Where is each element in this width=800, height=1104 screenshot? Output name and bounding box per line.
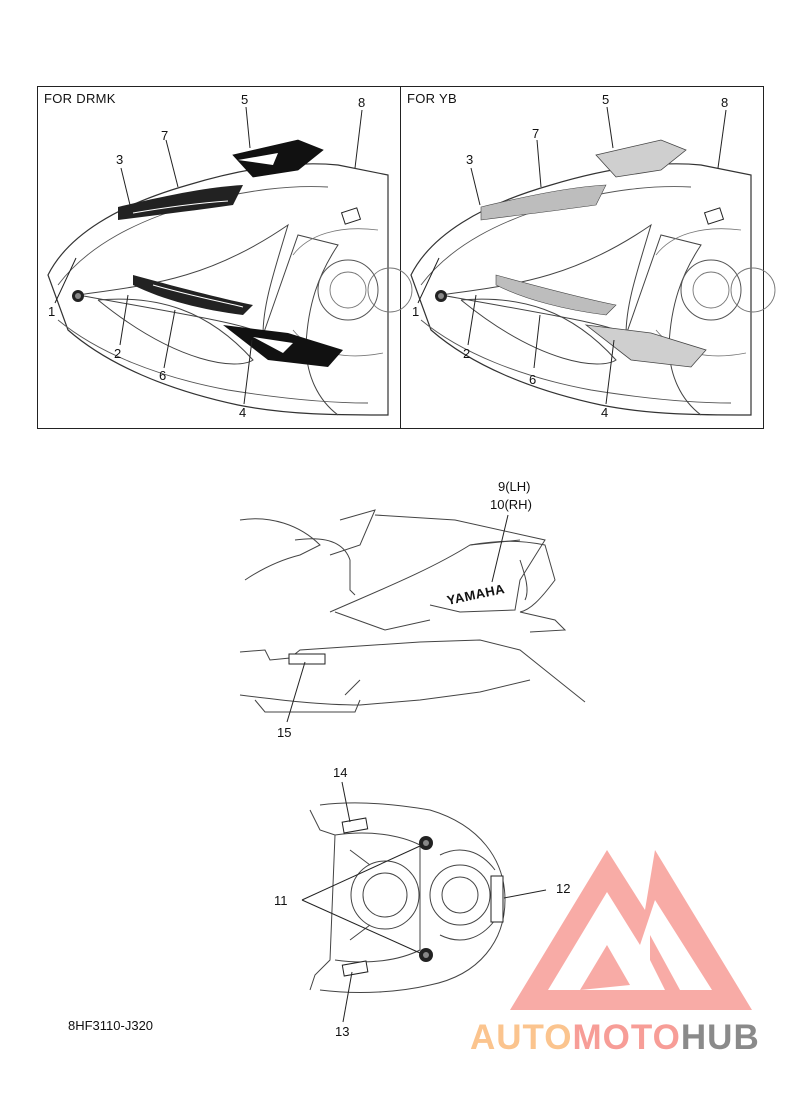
wordmark-hub: HUB [680,1018,760,1057]
hull-drawing-yb [410,139,776,416]
callout-drmk-3: 3 [116,152,124,167]
callout-drmk-8: 8 [358,95,366,110]
callout-drmk-1: 1 [48,304,56,319]
callout-drmk-6: 6 [159,368,167,383]
callout-yb-7: 7 [532,126,540,141]
callout-13: 13 [335,1024,350,1039]
callout-yb-3: 3 [466,152,474,167]
automotohub-wordmark: AUTOMOTOHUB [470,1018,760,1058]
leader-lines-yb [417,106,727,405]
hull-drawing-drmk [47,139,413,416]
panel-title-drmk: FOR DRMK [44,91,116,106]
wordmark-moto: MOTO [572,1018,681,1057]
part-code: 8HF3110-J320 [68,1018,154,1033]
leader-lines-drmk [54,106,363,405]
callout-yb-4: 4 [601,405,609,420]
wordmark-auto: AUTO [470,1018,573,1057]
panel-title-yb: FOR YB [407,91,457,106]
callout-yb-5: 5 [602,92,610,107]
callout-yb-1: 1 [412,304,420,319]
callout-14: 14 [333,765,348,780]
callout-drmk-4: 4 [239,405,247,420]
panel-yb: FOR YB [400,86,764,429]
callout-drmk-2: 2 [114,346,122,361]
callout-drmk-5: 5 [241,92,249,107]
callout-yb-6: 6 [529,372,537,387]
panel-drmk: FOR DRMK [37,86,401,429]
callout-yb-2: 2 [463,346,471,361]
callout-drmk-7: 7 [161,128,169,143]
callout-11: 11 [274,893,288,908]
callout-10-rh: 10(RH) [490,497,532,512]
callout-9-lh: 9(LH) [498,479,531,494]
callout-15: 15 [277,725,292,740]
callout-yb-8: 8 [721,95,729,110]
callout-12: 12 [556,881,571,896]
